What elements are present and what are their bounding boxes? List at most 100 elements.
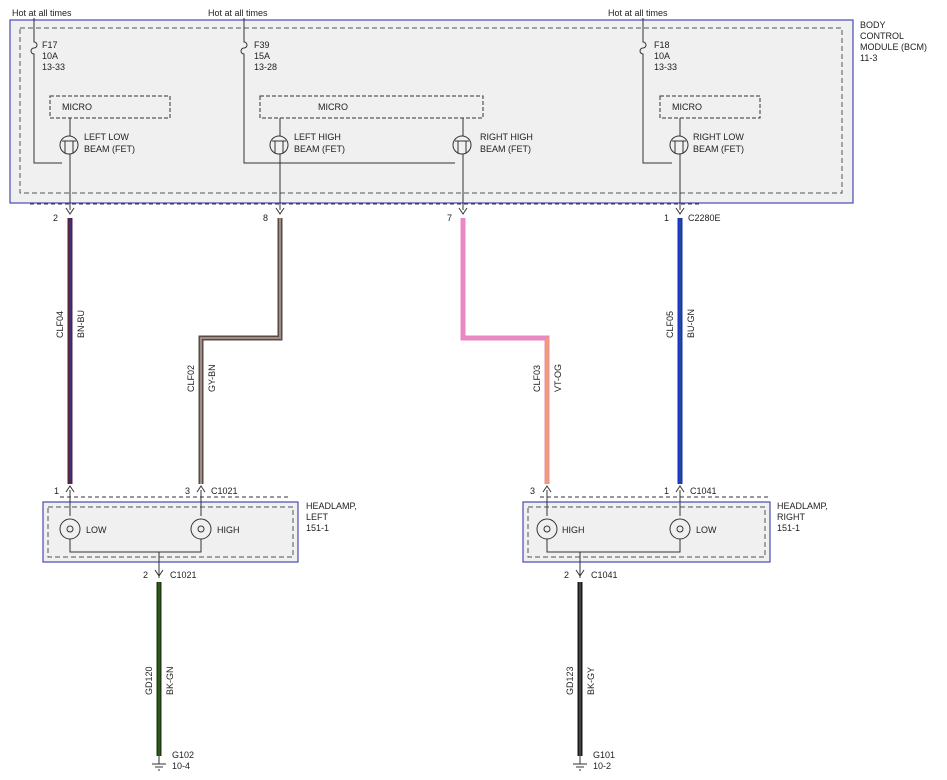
micro-label: MICRO: [672, 102, 702, 112]
headlamp-title-line: 151-1: [306, 523, 329, 533]
bcm-title-line: MODULE (BCM): [860, 42, 927, 52]
micro-box-center: MICRO: [259, 95, 484, 119]
wire-clf03: CLF03 VT-OG: [460, 218, 563, 484]
connector-arrow-icon: [65, 485, 75, 493]
ground-symbol-icon: [152, 763, 166, 771]
wire-clf05: CLF05 BU-GN: [665, 218, 696, 484]
fuse-ref: 13-28: [254, 62, 277, 72]
wire-circuit-label: CLF04: [55, 311, 65, 338]
connector-arrow-icon: [675, 485, 685, 493]
fet-transistor-icon: [59, 135, 79, 155]
wire-color-label: BN-BU: [76, 310, 86, 338]
bulb-label: HIGH: [217, 525, 240, 535]
fuse-ref: 13-33: [654, 62, 677, 72]
ground-point-label: G102: [172, 750, 194, 760]
wire-gd120: GD120 BK-GN G102 10-4: [144, 582, 194, 771]
fet-right-high: RIGHT HIGH BEAM (FET): [452, 118, 533, 155]
fuse-name: F39: [254, 40, 270, 50]
connector-arrow-icon: [196, 485, 206, 493]
bcm-title: BODY CONTROL MODULE (BCM) 11-3: [860, 20, 927, 63]
fuse-f18: F18 10A 13-33: [639, 18, 677, 164]
headlamp-title-line: HEADLAMP,: [306, 501, 357, 511]
headlamp-title-line: HEADLAMP,: [777, 501, 828, 511]
bulb-label: LOW: [696, 525, 717, 535]
hot-at-all-times-label: Hot at all times: [608, 8, 668, 18]
headlamp-title-line: 151-1: [777, 523, 800, 533]
bulb-label: LOW: [86, 525, 107, 535]
fuse-f39: F39 15A 13-28: [240, 18, 452, 164]
fet-left-low: LEFT LOW BEAM (FET): [59, 118, 135, 155]
bcm-inner-boundary: [19, 27, 843, 194]
ground-ref-label: 10-2: [593, 761, 611, 771]
bcm-title-line: 11-3: [860, 53, 877, 63]
pin-number: 1: [664, 213, 669, 223]
wire-clf02: CLF02 GY-BN: [186, 218, 283, 484]
wire-circuit-label: GD123: [565, 666, 575, 695]
fet-transistor-icon: [269, 135, 289, 155]
wire-clf04: CLF04 BN-BU: [55, 218, 86, 484]
wire-color-label: BU-GN: [686, 309, 696, 338]
fet-label: RIGHT LOW: [693, 132, 744, 142]
fuse-ref: 13-33: [42, 62, 65, 72]
fet-label: BEAM (FET): [480, 144, 531, 154]
fet-label: LEFT HIGH: [294, 132, 341, 142]
fuse-name: F18: [654, 40, 670, 50]
connector-label: C2280E: [688, 213, 721, 223]
fet-label: LEFT LOW: [84, 132, 129, 142]
micro-box-left: MICRO: [49, 95, 171, 119]
pin-number: 2: [143, 570, 148, 580]
fuse-name: F17: [42, 40, 58, 50]
wire-circuit-label: GD120: [144, 666, 154, 695]
pin-number: 1: [664, 486, 669, 496]
connector-label: C1041: [591, 570, 618, 580]
wire-circuit-label: CLF03: [532, 365, 542, 392]
bcm-title-line: CONTROL: [860, 31, 904, 41]
pin-number: 1: [54, 486, 59, 496]
pin-number: 7: [447, 213, 452, 223]
fet-right-low: RIGHT LOW BEAM (FET): [669, 118, 744, 155]
fuse-symbol-icon: [639, 18, 668, 164]
fuse-symbol-icon: [30, 18, 58, 164]
fuse-amps: 10A: [654, 51, 670, 61]
fuse-amps: 15A: [254, 51, 270, 61]
wire-circuit-label: CLF05: [665, 311, 675, 338]
connector-label: C1041: [690, 486, 717, 496]
pin-number: 8: [263, 213, 268, 223]
pin-number: 2: [564, 570, 569, 580]
wire-color-label: BK-GY: [586, 667, 596, 695]
ground-point-label: G101: [593, 750, 615, 760]
hot-at-all-times-label: Hot at all times: [208, 8, 268, 18]
headlamp-right-box: [522, 501, 771, 563]
micro-box-right: MICRO: [659, 95, 761, 119]
pin-number: 2: [53, 213, 58, 223]
fet-label: BEAM (FET): [294, 144, 345, 154]
micro-label: MICRO: [318, 102, 348, 112]
connector-label: C1021: [170, 570, 197, 580]
bcm-module-box: [9, 19, 854, 204]
pin-number: 3: [530, 486, 535, 496]
headlamp-right: 3 1 C1041 HIGH LOW HEADLAMP, RIGHT 151-1…: [522, 485, 828, 580]
connector-arrow-icon: [575, 569, 585, 577]
fet-label: BEAM (FET): [84, 144, 135, 154]
wire-color-label: BK-GN: [165, 666, 175, 695]
fet-transistor-icon: [669, 135, 689, 155]
fet-label: BEAM (FET): [693, 144, 744, 154]
wire-color-label: GY-BN: [207, 364, 217, 392]
bcm-title-line: BODY: [860, 20, 886, 30]
connector-arrow-icon: [542, 485, 552, 493]
connector-label: C1021: [211, 486, 238, 496]
fuse-f17: F17 10A 13-33: [30, 18, 65, 164]
fuse-symbol-icon: [240, 18, 268, 164]
connector-arrow-icon: [65, 207, 685, 215]
fet-left-high: LEFT HIGH BEAM (FET): [269, 118, 345, 155]
headlamp-title-line: LEFT: [306, 512, 329, 522]
fet-label: RIGHT HIGH: [480, 132, 533, 142]
fet-transistor-icon: [452, 135, 472, 155]
micro-label: MICRO: [62, 102, 92, 112]
headlamp-left: 1 3 C1021 LOW HIGH HEADLAMP, LEFT 151-1 …: [42, 485, 357, 580]
hot-at-all-times-label: Hot at all times: [12, 8, 72, 18]
pin-number: 3: [185, 486, 190, 496]
connector-arrow-icon: [154, 569, 164, 577]
bulb-label: HIGH: [562, 525, 585, 535]
